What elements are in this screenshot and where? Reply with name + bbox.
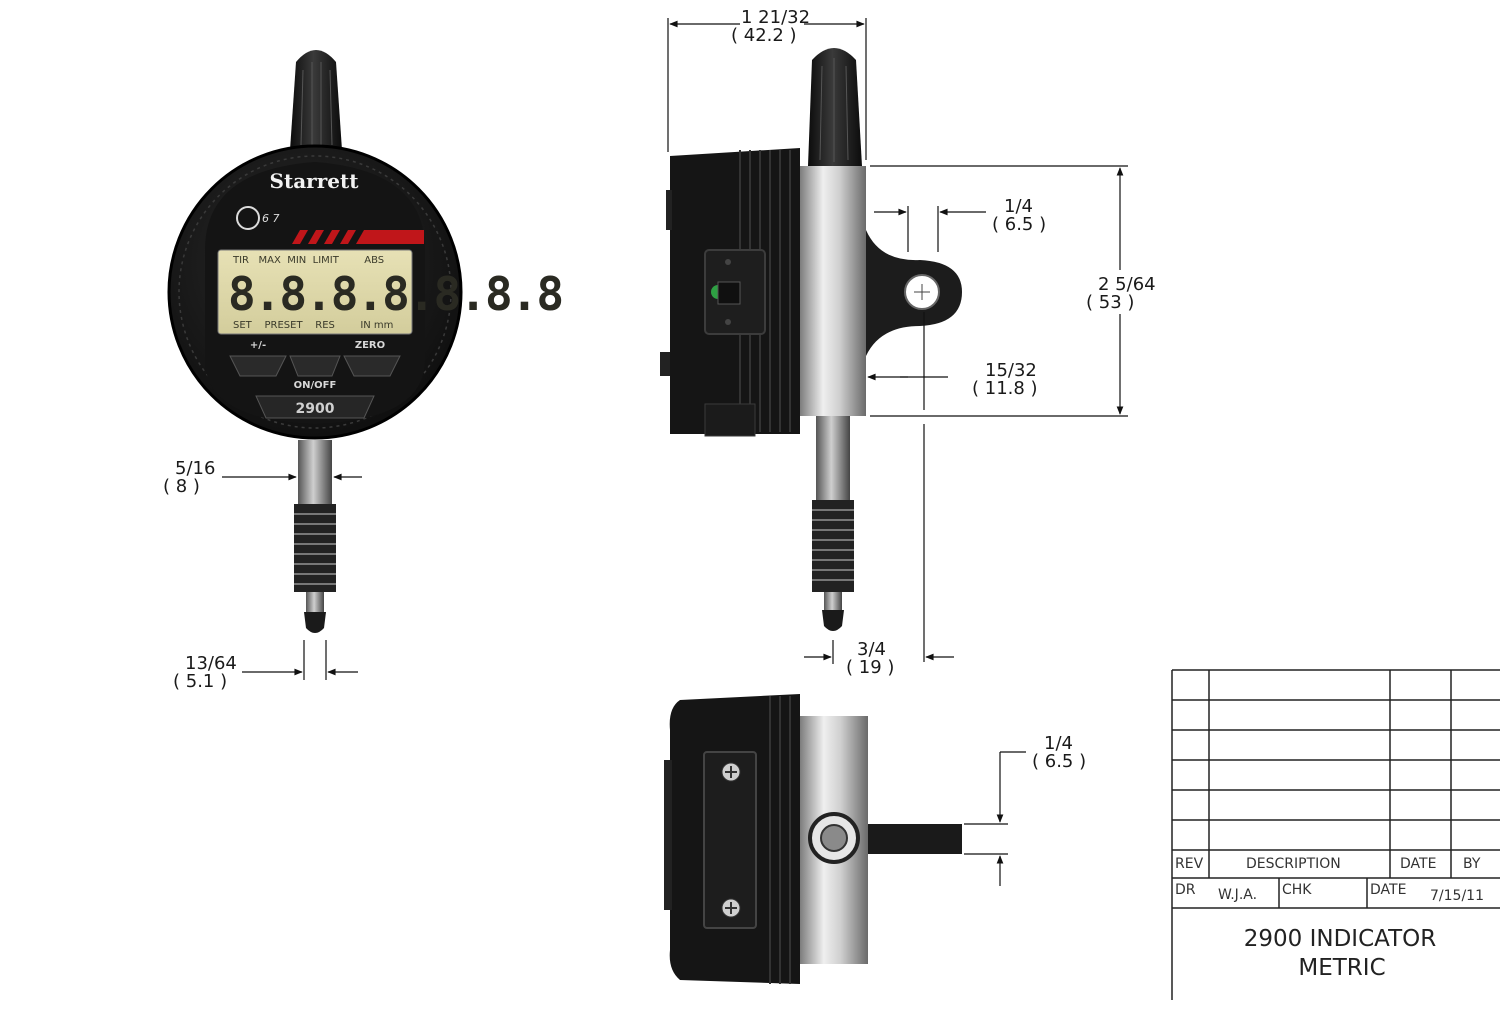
ip67-mark-icon: 6 7 — [236, 206, 280, 230]
dim-lug-width-inch: 1/4 — [1004, 196, 1033, 217]
lcd-digits: 8.8.8.8.8.8.8 — [228, 267, 562, 321]
dim-stem-inch: 5/16 — [175, 458, 215, 479]
lcd-screen — [217, 249, 413, 335]
dim-stem-offset-mm: ( 19 ) — [846, 657, 894, 678]
lifting-cap — [290, 50, 342, 150]
side-view: 1 21/32 ( 42.2 ) 1/4 ( 6.5 ) 2 5/64 ( 53… — [660, 7, 1156, 678]
side-boot — [812, 500, 854, 592]
date-value: 7/15/11 — [1430, 888, 1484, 904]
drawing-title-line1: 2900 INDICATOR — [1244, 926, 1436, 952]
header-by: BY — [1463, 856, 1481, 872]
top-view: 1/4 ( 6.5 ) — [664, 694, 1086, 984]
chk-label: CHK — [1282, 882, 1312, 898]
stem — [298, 440, 332, 506]
contact-point — [304, 612, 326, 633]
dim-stem-mm: ( 8 ) — [163, 476, 200, 497]
dr-label: DR — [1175, 882, 1196, 898]
dim-height-inch: 2 5/64 — [1098, 274, 1156, 295]
plus-minus-button[interactable]: +/- — [229, 340, 287, 377]
screw-icon — [721, 762, 741, 782]
dim-lug-thickness-inch: 1/4 — [1044, 733, 1073, 754]
dim-tip-inch: 13/64 — [185, 653, 237, 674]
center-button[interactable] — [289, 355, 341, 377]
side-stem — [816, 416, 850, 502]
svg-text:ZERO: ZERO — [355, 340, 385, 351]
dim-lug-width-mm: ( 6.5 ) — [992, 214, 1046, 235]
dim-lug-offset-inch: 15/32 — [985, 360, 1037, 381]
dr-value: W.J.A. — [1218, 887, 1257, 903]
model-number: 2900 — [296, 401, 335, 417]
side-body — [800, 166, 866, 416]
screw-icon — [721, 898, 741, 918]
on-off-label: ON/OFF — [294, 380, 337, 391]
side-lifting-cap — [808, 48, 862, 166]
spindle — [306, 592, 324, 612]
red-stripes — [292, 230, 424, 244]
drawing-title-line2: METRIC — [1298, 955, 1385, 981]
front-view: Starrett 6 7 TIR MAX MIN LIMIT ABS 8.8.8… — [163, 50, 564, 692]
dim-lug-thickness-mm: ( 6.5 ) — [1032, 751, 1086, 772]
boot — [294, 504, 336, 592]
date-label: DATE — [1370, 882, 1406, 898]
stem-boss — [808, 812, 860, 864]
header-description: DESCRIPTION — [1246, 856, 1341, 872]
lcd-bottom-labels: SET PRESET RES IN mm — [233, 320, 393, 331]
dim-height-mm: ( 53 ) — [1086, 292, 1134, 313]
lcd-top-labels: TIR MAX MIN LIMIT ABS — [232, 255, 384, 266]
dim-tip-mm: ( 5.1 ) — [173, 671, 227, 692]
svg-text:+/-: +/- — [250, 340, 266, 351]
header-date: DATE — [1400, 856, 1436, 872]
dim-depth-inch: 1 21/32 — [741, 7, 810, 28]
title-block: REV DESCRIPTION DATE BY DR W.J.A. CHK DA… — [1171, 669, 1500, 1000]
on-off-button[interactable]: 2900 — [255, 395, 375, 419]
header-rev: REV — [1175, 856, 1204, 872]
top-lug — [868, 824, 962, 854]
dim-stem-offset-inch: 3/4 — [857, 639, 886, 660]
battery-cover — [703, 751, 757, 929]
brand-logo: Starrett — [270, 169, 360, 193]
dim-lug-offset-mm: ( 11.8 ) — [972, 378, 1038, 399]
zero-button[interactable]: ZERO — [343, 340, 401, 377]
svg-text:6 7: 6 7 — [262, 212, 280, 225]
dim-depth-mm: ( 42.2 ) — [731, 25, 797, 46]
